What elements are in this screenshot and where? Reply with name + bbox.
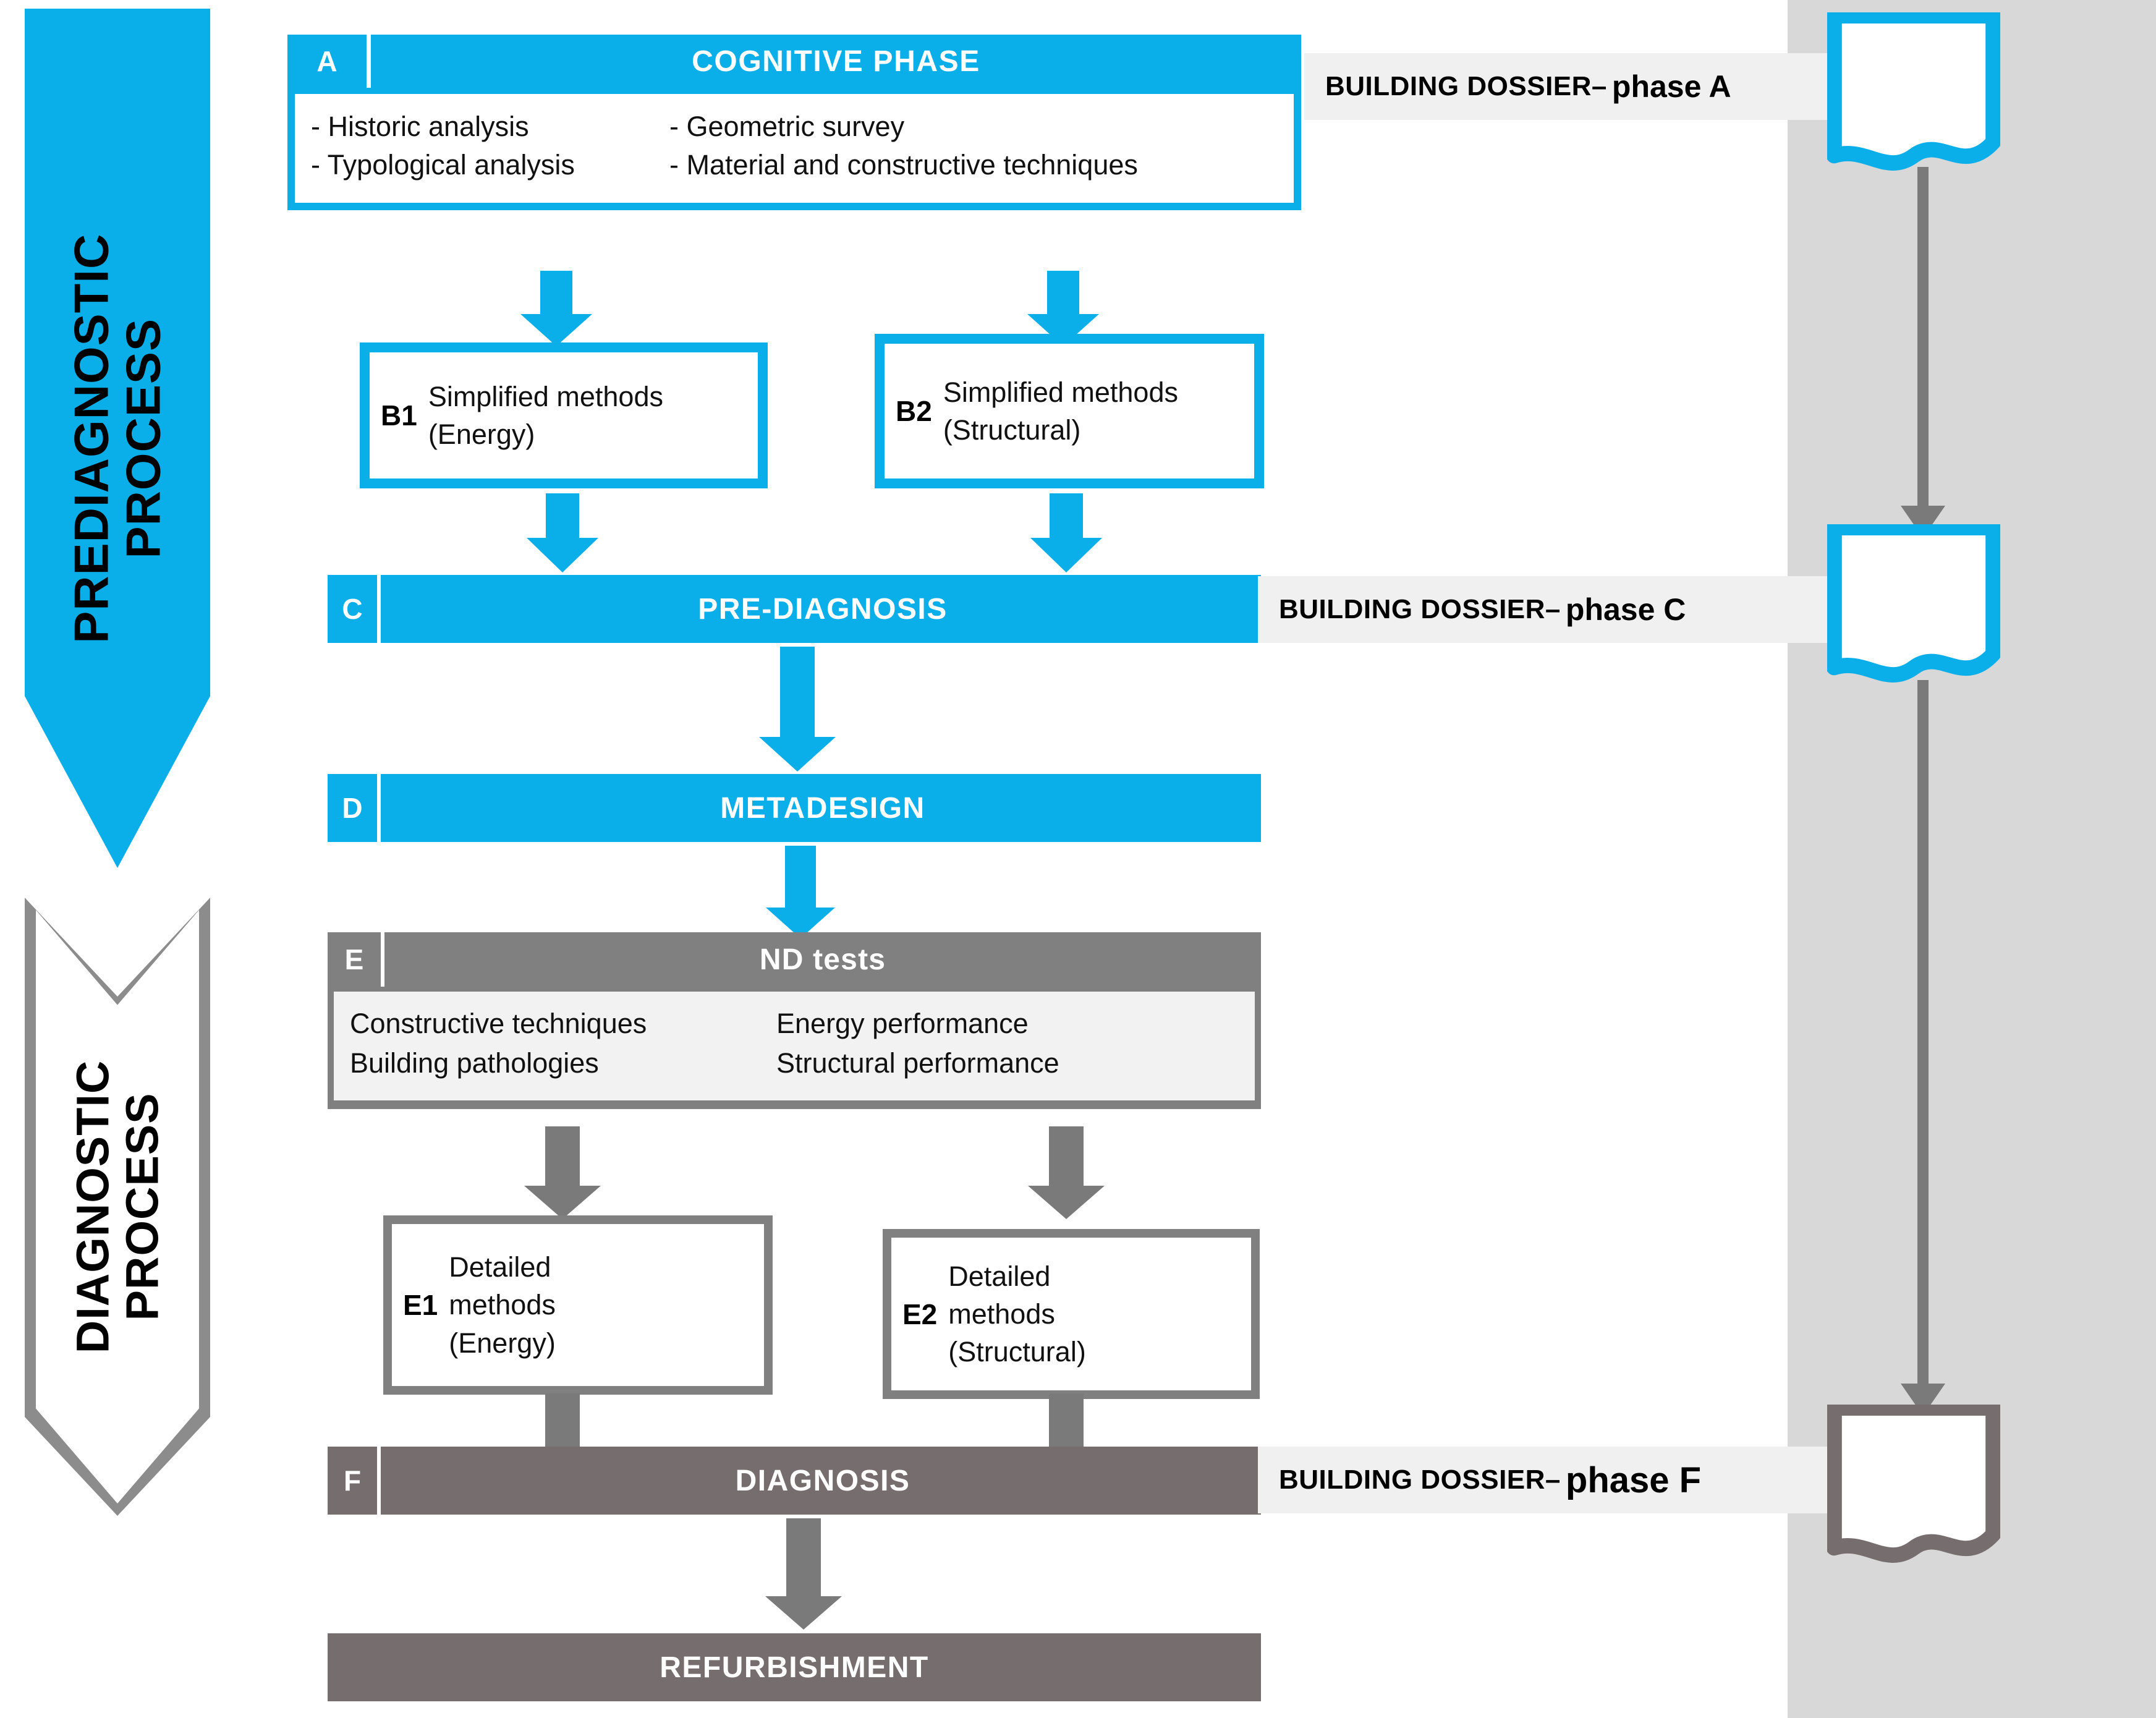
document-icon-phase-c[interactable] — [1827, 524, 2000, 688]
phase-b2-line2: (Structural) — [943, 414, 1081, 446]
phase-f-tag: F — [328, 1447, 381, 1515]
arrow-f-to-refurbishment — [763, 1518, 844, 1630]
phase-e-details-right: Energy performance Structural performanc… — [760, 1004, 1255, 1083]
dossier-phase: phase C — [1565, 592, 1686, 627]
phase-e-tag: E — [328, 932, 384, 987]
arrow-b2-to-c — [1029, 493, 1103, 572]
phase-d-tag: D — [328, 774, 381, 842]
arrow-a-to-b1 — [519, 271, 593, 346]
dossier-banner-phase-a[interactable]: BUILDING DOSSIER – phase A — [1304, 53, 1910, 120]
dossier-separator: – — [1591, 71, 1607, 101]
phase-e2-line1: Detailed — [948, 1260, 1051, 1292]
phase-a-detail-item: - Material and constructive techniques — [669, 149, 1138, 181]
prediagnostic-process-arrow: PREDIAGNOSTIC PROCESS — [25, 9, 210, 868]
phase-e2-line2: methods — [948, 1298, 1055, 1330]
connector-doc-c-to-doc-f — [1901, 680, 1945, 1416]
connector-doc-a-to-doc-c — [1901, 167, 1945, 538]
phase-a-details-right: - Geometric survey - Material and constr… — [653, 108, 1294, 184]
dossier-label: BUILDING DOSSIER — [1279, 594, 1545, 624]
dossier-phase: phase F — [1565, 1460, 1702, 1500]
phase-e-detail-item: Structural performance — [776, 1047, 1059, 1079]
phase-a-detail-item: - Geometric survey — [669, 111, 905, 142]
phase-e-details-left: Constructive techniques Building patholo… — [334, 1004, 760, 1083]
diagnostic-label-line2: PROCESS — [116, 1092, 168, 1321]
phase-b2-box[interactable]: B2 Simplified methods (Structural) — [875, 334, 1264, 488]
diagnostic-label-line1: DIAGNOSTIC — [67, 1060, 119, 1354]
arrow-b1-to-c — [525, 493, 600, 572]
phase-b1-tag: B1 — [381, 399, 417, 432]
phase-e-detail-item: Building pathologies — [350, 1047, 599, 1079]
phase-b1-line2: (Energy) — [428, 419, 535, 450]
phase-c-bar[interactable]: C PRE-DIAGNOSIS — [328, 575, 1261, 643]
phase-b1-box[interactable]: B1 Simplified methods (Energy) — [360, 342, 768, 488]
phase-e2-line3: (Structural) — [948, 1336, 1086, 1368]
arrow-e-to-e1 — [522, 1126, 603, 1219]
phase-f-title: DIAGNOSIS — [735, 1464, 910, 1497]
phase-e-details: Constructive techniques Building patholo… — [334, 992, 1255, 1100]
dossier-banner-outline — [1249, 1438, 1919, 1522]
prediagnostic-label-line1: PREDIAGNOSTIC — [64, 233, 119, 644]
phase-d-title: METADESIGN — [720, 791, 925, 825]
dossier-label: BUILDING DOSSIER — [1325, 71, 1592, 101]
phase-c-title: PRE-DIAGNOSIS — [698, 592, 948, 626]
phase-e-detail-item: Energy performance — [776, 1008, 1029, 1039]
refurbishment-title: REFURBISHMENT — [660, 1651, 929, 1684]
phase-e-title: ND tests — [759, 943, 886, 976]
phase-a-details: - Historic analysis - Typological analys… — [295, 94, 1294, 203]
phase-e-block[interactable]: E ND tests Constructive techniques Build… — [328, 932, 1261, 1109]
phase-b2-tag: B2 — [896, 395, 932, 427]
phase-b2-line1: Simplified methods — [943, 376, 1178, 408]
refurbishment-bar[interactable]: REFURBISHMENT — [328, 1633, 1261, 1701]
document-icon-phase-a[interactable] — [1827, 12, 2000, 176]
phase-a-title: COGNITIVE PHASE — [692, 45, 980, 78]
dossier-banner-outline — [1296, 45, 1919, 129]
diagnostic-process-arrow: DIAGNOSTIC PROCESS — [25, 898, 210, 1516]
phase-c-tag: C — [328, 575, 381, 643]
dossier-banner-phase-c[interactable]: BUILDING DOSSIER – phase C — [1258, 576, 1910, 643]
phase-a-detail-item: - Historic analysis — [311, 111, 529, 142]
prediagnostic-label-line2: PROCESS — [116, 318, 171, 559]
phase-e1-line2: methods — [449, 1289, 556, 1321]
phase-a-details-left: - Historic analysis - Typological analys… — [295, 108, 653, 184]
phase-d-bar[interactable]: D METADESIGN — [328, 774, 1261, 842]
document-icon-phase-f[interactable] — [1827, 1405, 2000, 1568]
arrow-d-to-e — [763, 846, 838, 938]
phase-b1-line1: Simplified methods — [428, 380, 663, 412]
dossier-banner-phase-f[interactable]: BUILDING DOSSIER – phase F — [1258, 1447, 1910, 1513]
phase-e1-line1: Detailed — [449, 1251, 551, 1283]
phase-f-bar[interactable]: F DIAGNOSIS — [328, 1447, 1261, 1515]
phase-e1-line3: (Energy) — [449, 1327, 556, 1359]
dossier-separator: – — [1545, 1465, 1561, 1495]
phase-e-detail-item: Constructive techniques — [350, 1008, 647, 1039]
arrow-c-to-d — [757, 647, 838, 772]
diagnostic-arrow-fill — [36, 910, 199, 1503]
phase-a-header: A COGNITIVE PHASE — [287, 35, 1301, 88]
phase-a-block[interactable]: A COGNITIVE PHASE - Historic analysis - … — [287, 35, 1301, 211]
phase-a-detail-item: - Typological analysis — [311, 149, 575, 181]
dossier-banner-outline — [1249, 568, 1919, 652]
phase-e1-tag: E1 — [403, 1289, 438, 1321]
phase-e-header: E ND tests — [328, 932, 1261, 987]
dossier-separator: – — [1545, 594, 1561, 624]
phase-e2-box[interactable]: E2 Detailed methods (Structural) — [883, 1229, 1260, 1399]
phase-a-tag: A — [287, 35, 371, 88]
arrow-e-to-e2 — [1026, 1126, 1106, 1219]
phase-e2-tag: E2 — [902, 1298, 938, 1330]
phase-e1-box[interactable]: E1 Detailed methods (Energy) — [383, 1215, 773, 1395]
dossier-label: BUILDING DOSSIER — [1279, 1465, 1545, 1495]
dossier-phase: phase A — [1611, 69, 1731, 104]
